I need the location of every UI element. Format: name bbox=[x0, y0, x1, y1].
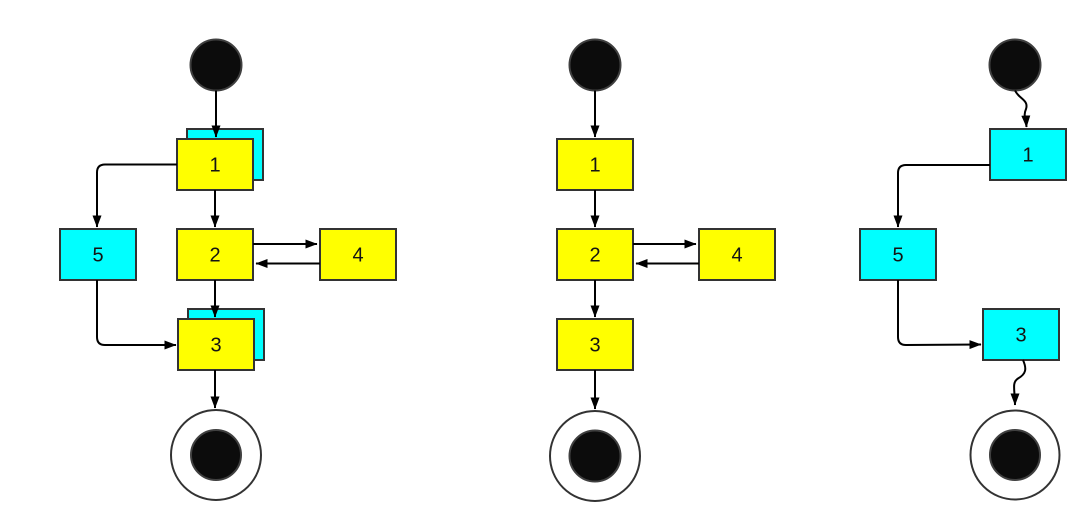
initial-node bbox=[568, 38, 622, 92]
activity-node-1: 1 bbox=[989, 128, 1067, 181]
activity-node-rect bbox=[989, 128, 1067, 181]
diagram-left: 1 5 2 4 3 bbox=[59, 38, 397, 501]
edge-1-to-5 bbox=[893, 164, 990, 228]
final-node bbox=[969, 409, 1061, 501]
activity-node-label: 2 bbox=[209, 245, 220, 267]
activity-node-2: 2 bbox=[176, 228, 254, 281]
edge-5-to-3 bbox=[897, 280, 982, 350]
activity-node-rect bbox=[556, 138, 634, 191]
final-node-inner-circle bbox=[190, 429, 242, 481]
initial-node bbox=[189, 38, 243, 92]
final-node-inner-circle bbox=[568, 429, 622, 483]
diagram-right: 1 5 3 bbox=[859, 38, 1067, 501]
activity-node-label: 4 bbox=[731, 245, 742, 267]
activity-node-rect bbox=[698, 228, 776, 281]
activity-node-label: 3 bbox=[1015, 325, 1026, 347]
activity-node-label: 1 bbox=[589, 155, 600, 177]
activity-node-3: 3 bbox=[556, 318, 634, 371]
edge-5-to-3 bbox=[96, 280, 177, 350]
activity-node-label: 3 bbox=[210, 335, 221, 357]
activity-node-1: 1 bbox=[176, 128, 264, 191]
activity-node-3: 3 bbox=[982, 308, 1060, 361]
activity-node-4: 4 bbox=[319, 228, 397, 281]
activity-node-label: 2 bbox=[589, 245, 600, 267]
edge-start-to-1-wavy bbox=[1014, 90, 1031, 128]
activity-node-4: 4 bbox=[698, 228, 776, 281]
final-node bbox=[170, 409, 262, 501]
activity-node-label: 4 bbox=[352, 245, 363, 267]
activity-node-rect bbox=[59, 228, 137, 281]
activity-node-label: 1 bbox=[209, 155, 220, 177]
activity-node-2: 2 bbox=[556, 228, 634, 281]
activity-node-1: 1 bbox=[556, 138, 634, 191]
activity-node-rect bbox=[319, 228, 397, 281]
activity-node-label: 5 bbox=[92, 245, 103, 267]
activity-node-5: 5 bbox=[59, 228, 137, 281]
activity-node-rect bbox=[556, 228, 634, 281]
final-node-inner-circle bbox=[989, 429, 1041, 481]
activity-node-rect bbox=[859, 228, 937, 281]
activity-node-rect bbox=[982, 308, 1060, 361]
diagram-middle: 1 2 4 3 bbox=[549, 38, 776, 502]
activity-node-rect bbox=[176, 228, 254, 281]
activity-node-rect bbox=[177, 318, 255, 371]
activity-node-5: 5 bbox=[859, 228, 937, 281]
final-node bbox=[549, 410, 641, 502]
activity-node-rect bbox=[556, 318, 634, 371]
activity-node-label: 1 bbox=[1022, 145, 1033, 167]
edge-1-to-5 bbox=[92, 163, 177, 228]
activity-node-label: 3 bbox=[589, 335, 600, 357]
initial-node bbox=[988, 38, 1042, 92]
activity-node-3: 3 bbox=[177, 308, 265, 371]
edge-3-to-end-wavy bbox=[1010, 359, 1027, 406]
activity-node-label: 5 bbox=[892, 245, 903, 267]
